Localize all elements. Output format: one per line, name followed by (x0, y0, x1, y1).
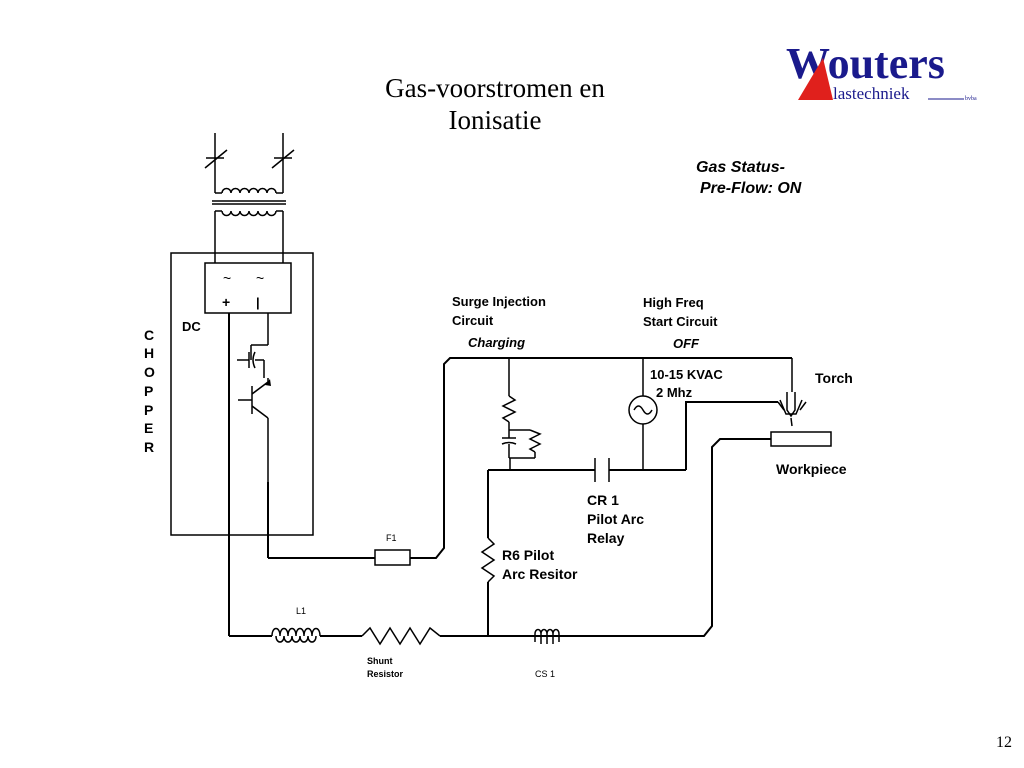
gas-status-line1: Gas Status- (696, 159, 785, 176)
dc-label: DC (182, 319, 201, 334)
surge-state-label: Charging (468, 335, 525, 350)
surge-label-line2: Circuit (452, 313, 494, 328)
workpiece-icon (770, 431, 832, 447)
svg-text:P: P (144, 383, 153, 399)
l1-label: L1 (296, 606, 306, 616)
chopper-box (170, 252, 314, 536)
hf-label-line2: Start Circuit (643, 314, 718, 329)
svg-text:~: ~ (223, 270, 231, 286)
workpiece-return-wire (440, 438, 771, 637)
torch-icon (777, 358, 807, 427)
svg-text:~: ~ (256, 270, 264, 286)
svg-text:O: O (144, 364, 155, 380)
r6-pilot-arc-resistor (480, 537, 496, 583)
plus-label: + (222, 294, 230, 310)
current-sensor-cs1: CS 1 (534, 628, 560, 679)
logo-sub: lastechniek (833, 84, 910, 103)
cr1-label-line3: Relay (587, 530, 625, 546)
kvac-label-line2: 2 Mhz (656, 385, 693, 400)
cr1-label-line1: CR 1 (587, 492, 619, 508)
workpiece-label: Workpiece (776, 461, 847, 477)
r6-label-line1: R6 Pilot (502, 547, 554, 563)
gas-status-line2: Pre-Flow: ON (700, 180, 802, 197)
slide-title: Gas-voorstromen en Ionisatie (330, 72, 660, 136)
cr1-label-line2: Pilot Arc (587, 511, 644, 527)
fuse-f1: F1 (374, 533, 411, 566)
inductor-l1: L1 (271, 606, 321, 643)
minus-label: | (256, 295, 260, 310)
cs1-label: CS 1 (535, 669, 555, 679)
svg-text:R: R (144, 439, 154, 455)
f1-label: F1 (386, 533, 397, 543)
cr1-pilot-arc-relay (594, 458, 610, 482)
shunt-label-line1: Shunt (367, 656, 393, 666)
logo-suffix: bvba (965, 96, 977, 102)
high-freq-start-circuit (628, 358, 658, 470)
surge-injection-circuit (501, 358, 542, 470)
hf-state-label: OFF (673, 336, 700, 351)
shunt-resistor: Shunt Resistor (361, 626, 441, 679)
svg-text:C: C (144, 327, 154, 343)
shunt-label-line2: Resistor (367, 669, 404, 679)
torch-label: Torch (815, 370, 853, 386)
page-number: 12 (996, 734, 1012, 751)
rectifier-box: ~ ~ + | (204, 262, 292, 314)
r6-label-line2: Arc Resitor (502, 566, 578, 582)
wouters-logo: Wouters lastechniek bvba (786, 39, 977, 103)
svg-text:P: P (144, 402, 153, 418)
chopper-label: C H O P P E R (144, 327, 155, 455)
surge-label-line1: Surge Injection (452, 294, 546, 309)
svg-text:H: H (144, 345, 154, 361)
slide-title-line2: Ionisatie (448, 105, 542, 135)
kvac-label-line1: 10-15 KVAC (650, 367, 723, 382)
logo-red-triangle (798, 58, 833, 100)
svg-text:E: E (144, 420, 153, 436)
input-transformer (204, 133, 295, 263)
chopper-transistor (238, 378, 271, 482)
slide-title-line1: Gas-voorstromen en (385, 73, 605, 103)
positive-bus-wire (410, 357, 792, 559)
chopper-capacitor (237, 345, 265, 378)
hf-label-line1: High Freq (643, 295, 704, 310)
